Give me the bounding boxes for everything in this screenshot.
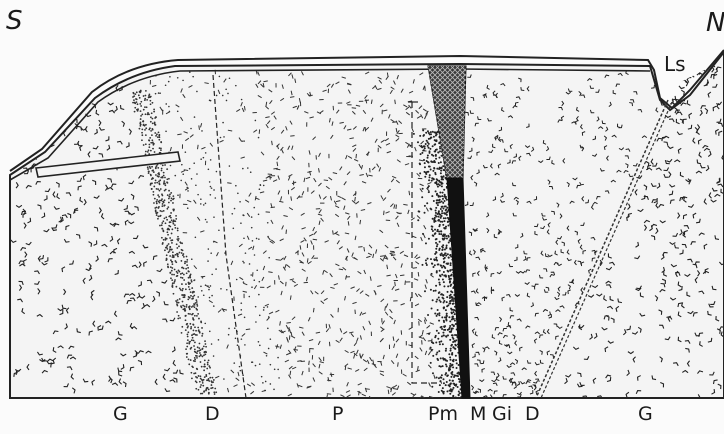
granite-mark <box>51 126 55 130</box>
granite-mark <box>13 161 19 163</box>
granite-mark <box>91 81 97 84</box>
rock-body <box>10 52 724 398</box>
granite-mark <box>59 110 61 116</box>
granite-mark <box>39 108 45 110</box>
granite-mark <box>75 83 79 87</box>
bottom-label-m: M <box>470 403 486 425</box>
granite-mark <box>21 143 26 146</box>
bottom-label-d-right: D <box>525 403 540 425</box>
granite-mark <box>41 111 47 113</box>
granite-mark <box>40 139 44 143</box>
granite-mark <box>23 103 27 107</box>
granite-mark <box>32 99 37 102</box>
granite-mark <box>64 82 68 86</box>
bottom-label-pm: Pm <box>428 403 458 425</box>
granite-mark <box>70 107 73 112</box>
granite-mark <box>33 122 38 125</box>
granite-mark <box>22 139 25 144</box>
bottom-label-g-left: G <box>113 403 128 425</box>
label-ls: Ls <box>664 52 686 76</box>
granite-mark <box>96 90 99 95</box>
bottom-label-gi: Gi <box>492 403 512 425</box>
granite-mark <box>62 105 66 109</box>
bottom-label-g-right: G <box>638 403 653 425</box>
granite-mark <box>10 150 16 152</box>
label-south: S <box>6 6 23 36</box>
granite-mark <box>23 127 26 132</box>
bottom-label-d-left: D <box>205 403 220 425</box>
granite-mark <box>15 114 18 119</box>
bottom-label-p: P <box>332 403 343 425</box>
granite-mark <box>59 81 64 84</box>
granite-mark <box>66 81 72 83</box>
granite-mark <box>79 81 82 86</box>
granite-mark <box>15 101 20 104</box>
granite-mark <box>12 92 18 95</box>
label-north: N <box>706 8 724 38</box>
granite-mark <box>14 99 19 102</box>
granite-mark <box>27 97 33 99</box>
granite-mark <box>10 90 13 95</box>
granite-mark <box>24 78 29 81</box>
